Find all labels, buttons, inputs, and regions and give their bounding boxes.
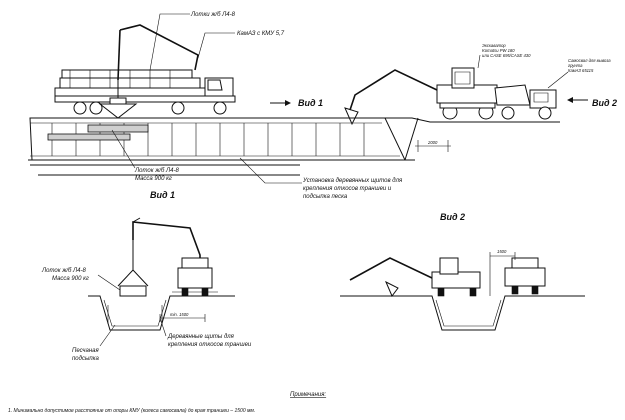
v1-shields-2: крепления откосов траншеи [168,342,252,348]
label-dump-truck-3: КамАЗ 65115 [568,68,594,73]
label-kamaz-kmu: КамАЗ с КМУ 5,7 [237,31,285,37]
dimension-2000-text: 2000 [427,140,438,145]
dimension-2000 [415,140,451,152]
label-shields-1: Установка деревянных щитов для [302,178,403,184]
kamaz-crane-truck [54,24,236,119]
label-tray-mass-2: Масса 900 кг [135,176,172,182]
label-dump-truck-1: Самосвал для вывоза [568,58,611,63]
top-leaders [111,13,569,184]
label-excavator-1: Экскаватор [482,43,506,48]
dimension-min-1500: min. 1500 [170,312,189,317]
v1-tray-mass-2: Масса 900 кг [52,276,89,282]
label-view1-arrow: Вид 1 [298,98,323,108]
label-shields-3: подсыпка песка [303,194,348,200]
top-elevation: Лотки ж/б Л4-8 КамАЗ с КМУ 5,7 Вид 1 Вид… [28,12,617,200]
v1-sand-2: подсыпка [72,356,100,362]
v1-tray-mass-1: Лоток ж/б Л4-8 [41,268,87,274]
notes: Примечания: 1. Минимально допустимое рас… [8,392,326,414]
label-shields-2: крепления откосов траншеи и [303,186,392,192]
section-view1: Вид 1 min. 1500 Лоток ж/б Л4-8 Масса 900… [41,190,252,362]
v1-sand-1: Песчаная [72,348,99,354]
label-trays: Лотки ж/б Л4-8 [190,12,236,18]
label-excavator-2: Komatsu PW 180 [482,48,515,53]
v1-shields-1: Деревянные щиты для [167,334,235,340]
excavator [344,67,498,126]
view2-title: Вид 2 [440,212,465,222]
label-view2-arrow: Вид 2 [592,98,617,108]
label-tray-mass-1: Лоток ж/б Л4-8 [134,168,180,174]
note-item-1: 1. Минимально допустимое расстояние от о… [8,408,255,414]
label-excavator-3: или CASE 695/CASE 430 [482,53,531,58]
dimension-1500: 1500 [497,249,507,254]
notes-title: Примечания: [290,392,326,398]
label-dump-truck-2: грунта [568,63,583,68]
ground-trench [28,117,560,176]
view1-title: Вид 1 [150,190,175,200]
section-view2: Вид 2 1500 [340,212,585,331]
dump-truck [494,84,557,120]
view-arrows [270,97,588,106]
